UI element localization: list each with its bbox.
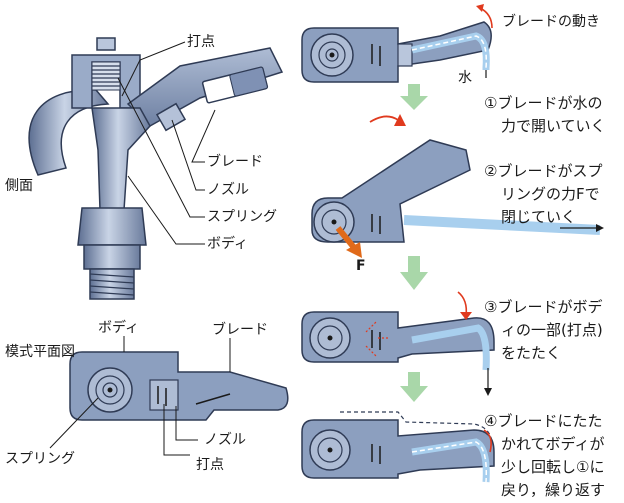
leader-blade bbox=[191, 109, 216, 163]
label-side-view: 側面 bbox=[5, 178, 33, 194]
step-2-line-1: ②ブレードがスプ bbox=[484, 162, 603, 180]
plan-view-illustration bbox=[49, 336, 289, 456]
step3-illustration bbox=[301, 291, 495, 396]
leader-impact-point bbox=[121, 41, 186, 97]
step-4-line-2: かれてボディが bbox=[501, 435, 605, 453]
label-plan-spring: スプリング bbox=[5, 451, 75, 467]
side-shaft bbox=[91, 107, 151, 211]
step-1-line-2: 力で開いていく bbox=[501, 117, 606, 135]
label-nozzle: ノズル bbox=[207, 182, 249, 198]
label-plan-title: 模式平面図 bbox=[5, 344, 75, 360]
step-3-line-3: をたたく bbox=[501, 344, 562, 362]
side-spring-coil bbox=[92, 65, 120, 87]
step-3-text: ③ブレードがボデ ィの一部(打点) をたたく bbox=[484, 296, 603, 365]
step-3-line-2: ィの一部(打点) bbox=[501, 321, 603, 339]
step1-illustration bbox=[301, 4, 493, 83]
step-1-line-1: ①ブレードが水の bbox=[484, 94, 603, 112]
label-spring: スプリング bbox=[207, 209, 277, 225]
side-nozzle bbox=[155, 102, 187, 132]
leader-body bbox=[127, 175, 205, 245]
step-4-text: ④ブレードにたた かれてボディが 少し回転し①に 戻り，繰り返す bbox=[484, 410, 605, 502]
step4-illustration bbox=[301, 411, 495, 483]
label-force: F bbox=[356, 258, 366, 274]
label-blade-motion: ブレードの動き bbox=[502, 14, 600, 30]
step-4-line-1: ④ブレードにたた bbox=[484, 412, 603, 430]
step-2-line-3: 閉じていく bbox=[501, 208, 577, 226]
step2-illustration bbox=[311, 114, 604, 258]
step-4-line-4: 戻り，繰り返す bbox=[501, 481, 605, 499]
label-plan-blade: ブレード bbox=[212, 322, 268, 338]
step-2-line-2: リングの力Fで bbox=[501, 185, 600, 203]
label-water: 水 bbox=[458, 70, 472, 86]
label-blade: ブレード bbox=[207, 154, 263, 170]
label-impact-point: 打点 bbox=[187, 34, 215, 50]
label-body: ボディ bbox=[207, 236, 249, 252]
side-view-illustration bbox=[28, 37, 284, 300]
step-1-text: ①ブレードが水の 力で開いていく bbox=[484, 92, 606, 138]
leader-nozzle bbox=[171, 119, 205, 191]
side-top-cap bbox=[96, 37, 116, 51]
step-2-text: ②ブレードがスプ リングの力Fで 閉じていく bbox=[484, 160, 602, 229]
leader-spring bbox=[117, 77, 205, 218]
step-3-line-1: ③ブレードがボデ bbox=[484, 298, 603, 316]
sequence-arrows bbox=[400, 84, 428, 402]
label-plan-nozzle: ノズル bbox=[204, 432, 246, 448]
step-4-line-3: 少し回転し①に bbox=[501, 458, 605, 476]
side-base bbox=[77, 207, 147, 246]
label-plan-impact: 打点 bbox=[196, 457, 224, 473]
label-plan-body: ボディ bbox=[98, 320, 140, 336]
